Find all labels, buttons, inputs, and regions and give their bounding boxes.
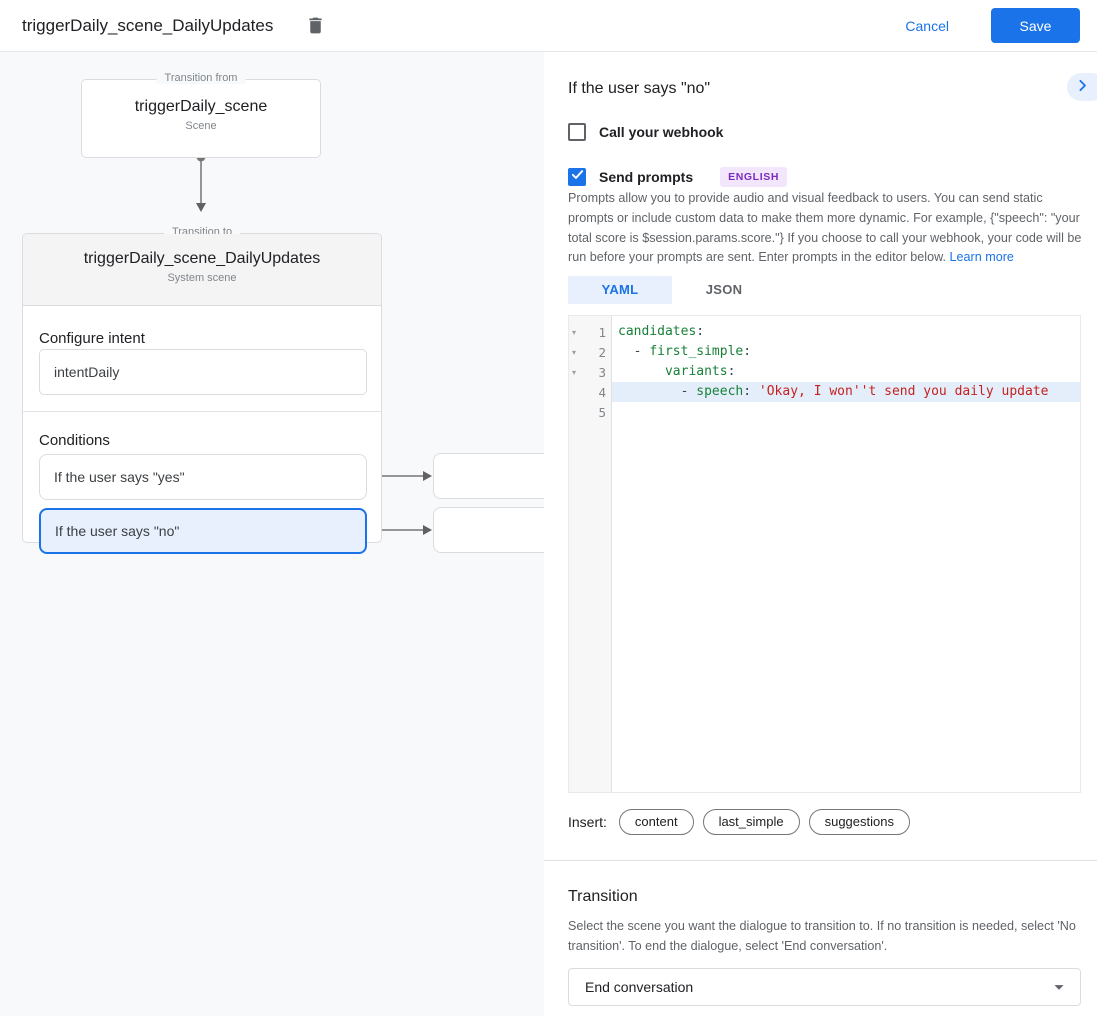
chevron-right-icon [1074,79,1091,97]
transition-select[interactable]: End conversation [568,968,1081,1006]
insert-chip-content[interactable]: content [618,809,694,835]
prompt-handler-node-yes[interactable] [433,453,544,499]
code-line[interactable]: ▾ 1 candidates: [569,322,1080,342]
configure-intent-label: Configure intent [39,330,145,347]
code-line[interactable]: 4 - speech: 'Okay, I won''t send you dai… [569,382,1080,402]
transition-description: Select the scene you want the dialogue t… [568,919,1076,954]
transition-heading: Transition [568,888,638,905]
cancel-button[interactable]: Cancel [891,11,963,41]
insert-row: Insert: content last_simple suggestions [568,809,910,835]
panel-divider [544,860,1097,861]
line-number: 3 [598,364,606,380]
delete-button[interactable] [302,14,328,40]
conditions-label: Conditions [39,432,110,449]
scene-flow-canvas: Transition from triggerDaily_scene Scene… [0,52,544,1016]
yaml-code-editor[interactable]: ▾ 1 candidates: ▾ 2 - first_simple: ▾ 3 varian… [568,315,1081,793]
to-scene-header[interactable]: triggerDaily_scene_DailyUpdates System s… [23,234,381,306]
to-scene-name: triggerDaily_scene_DailyUpdates [83,250,321,267]
line-number: 4 [598,384,606,400]
send-prompts-checkbox[interactable] [568,168,586,186]
from-scene-type: Scene [185,120,217,132]
tab-json[interactable]: JSON [705,282,743,297]
transition-from-legend: Transition from [156,72,246,84]
condition-heading: If the user says "no" [568,80,711,97]
code-line[interactable]: ▾ 3 variants: [569,362,1080,382]
fold-arrow-icon[interactable]: ▾ [572,347,577,357]
code-line-text: - speech: 'Okay, I won''t send you daily… [612,382,1080,402]
prompts-description-text: Prompts allow you to provide audio and v… [568,191,1082,265]
code-line-text: variants: [664,364,736,379]
webhook-row: Call your webhook [568,123,723,141]
condition-detail-panel: If the user says "no" Call your webhook … [544,52,1097,1016]
transition-from-node[interactable]: Transition from triggerDaily_scene Scene [81,72,321,158]
intent-field[interactable]: intentDaily [39,349,367,395]
line-number: 2 [598,344,606,360]
top-bar: triggerDaily_scene_DailyUpdates Cancel S… [0,0,1097,52]
fold-arrow-icon[interactable]: ▾ [572,367,577,377]
transition-to-node: Transition to triggerDaily_scene_DailyUp… [22,226,382,554]
from-scene-name: triggerDaily_scene [134,98,268,115]
code-lines: ▾ 1 candidates: ▾ 2 - first_simple: ▾ 3 varian… [569,322,1080,422]
editor-format-tabs: YAML JSON [568,276,776,304]
save-button[interactable]: Save [991,8,1080,43]
editor-gutter [569,316,612,792]
tab-yaml[interactable]: YAML [568,276,672,304]
send-prompts-label: Send prompts [599,169,694,185]
condition-item-yes[interactable]: If the user says "yes" [39,454,367,500]
insert-chip-suggestions[interactable]: suggestions [808,809,910,835]
send-prompts-row: Send prompts ENGLISH [568,167,787,187]
language-badge: ENGLISH [720,167,787,187]
webhook-label: Call your webhook [599,124,724,140]
dropdown-caret-icon [1048,976,1070,1003]
learn-more-link[interactable]: Learn more [949,250,1014,265]
code-line-text [612,402,1080,422]
condition-item-no[interactable]: If the user says "no" [39,508,367,554]
code-line-text: - first_simple: [618,344,752,359]
insert-label: Insert: [568,814,607,830]
to-scene-type: System scene [167,272,237,284]
insert-chip-last-simple[interactable]: last_simple [702,809,800,835]
checkmark-icon [570,167,585,187]
webhook-checkbox[interactable] [568,123,586,141]
line-number: 5 [598,404,606,420]
collapse-panel-button[interactable] [1067,73,1097,101]
to-box-divider [23,411,381,412]
line-number: 1 [598,324,606,340]
transition-select-value: End conversation [585,979,694,995]
code-line[interactable]: ▾ 2 - first_simple: [569,342,1080,362]
prompt-handler-node-no[interactable] [433,507,544,553]
fold-arrow-icon[interactable]: ▾ [572,327,577,337]
trash-icon [305,17,326,39]
code-line[interactable]: 5 [569,402,1080,422]
page-title: triggerDaily_scene_DailyUpdates [22,16,274,35]
code-line-text: candidates: [618,324,705,339]
prompts-description: Prompts allow you to provide audio and v… [568,189,1082,268]
